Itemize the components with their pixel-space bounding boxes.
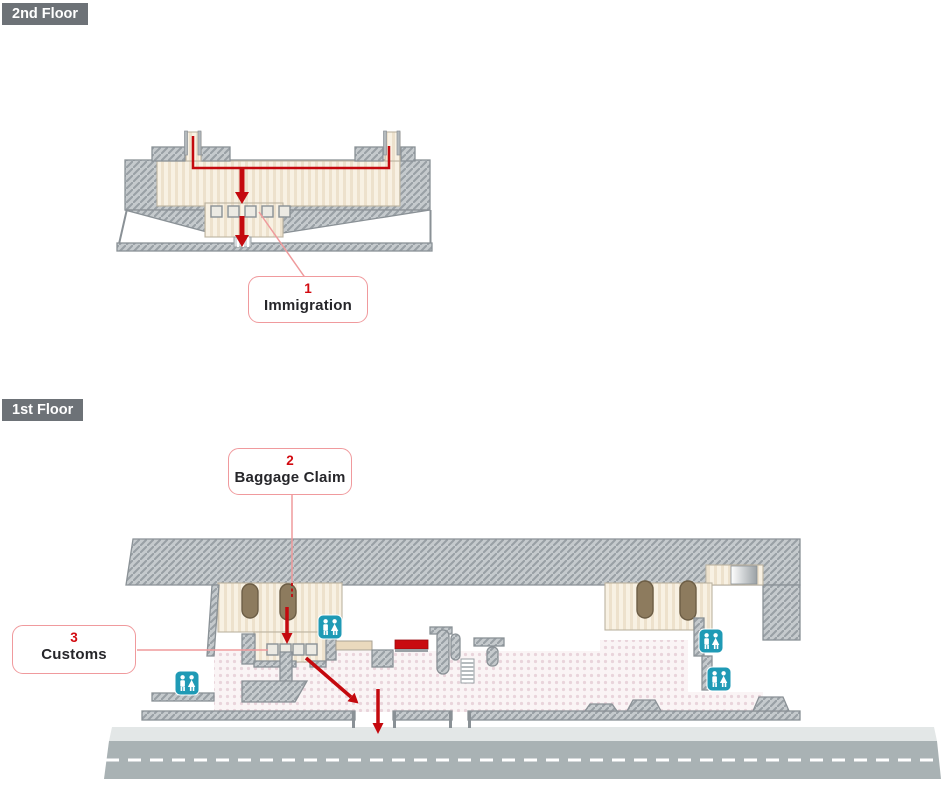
building-right-wall — [762, 584, 801, 641]
callout-label: Immigration — [263, 296, 353, 314]
curbside-wall — [141, 696, 801, 728]
wall-cap — [400, 146, 416, 162]
counter-red — [394, 639, 429, 650]
second-floor-void-left-edge — [118, 208, 128, 245]
jet-bridge — [383, 130, 387, 156]
wall-cap — [151, 146, 186, 162]
roadway — [104, 741, 941, 779]
callout-number: 1 — [304, 281, 312, 296]
wall — [241, 680, 309, 703]
baggage-carousel — [679, 580, 697, 621]
counter-base — [395, 649, 428, 652]
wall — [253, 660, 297, 668]
baggage-carousel — [241, 583, 259, 619]
callout-immigration: 1 Immigration — [248, 276, 368, 323]
jet-bridge — [184, 130, 188, 156]
sidewalk — [109, 727, 937, 741]
wall — [206, 584, 220, 657]
callout-number: 3 — [70, 630, 78, 645]
callout-baggage-claim: 2 Baggage Claim — [228, 448, 352, 495]
road — [104, 727, 941, 779]
route-arrowhead — [347, 692, 359, 704]
first-floor-building — [125, 538, 801, 586]
route-arrowhead — [372, 723, 384, 734]
jet-bridge — [197, 130, 202, 156]
restroom-icon — [706, 666, 732, 692]
immigration-leader-line — [258, 211, 307, 280]
wall-cap — [200, 146, 231, 162]
counter-beige — [335, 640, 373, 651]
wall — [473, 637, 505, 647]
route-arrowhead — [235, 192, 249, 204]
callout-customs: 3 Customs — [12, 625, 136, 674]
pillar — [486, 646, 499, 667]
escalator — [730, 565, 758, 585]
arrival-route-2f — [191, 136, 391, 247]
restroom-icon — [174, 670, 200, 696]
second-floor-wedge-left — [124, 209, 208, 233]
first-floor-plan — [104, 495, 941, 779]
immigration-booths — [210, 205, 291, 218]
floor-badge-2nd: 2nd Floor — [2, 3, 89, 25]
wall — [371, 649, 394, 668]
route-arrowhead — [281, 633, 293, 644]
stairs — [460, 658, 475, 684]
pillar — [436, 629, 450, 675]
callout-label: Baggage Claim — [234, 468, 346, 486]
jet-bridge — [396, 130, 401, 156]
pillar — [450, 633, 461, 661]
restroom-icon — [698, 628, 724, 654]
wall — [241, 633, 256, 665]
second-floor-wedge-right — [282, 209, 431, 234]
baggage-carousel — [636, 580, 654, 619]
route-arrowhead — [235, 235, 249, 247]
callout-label: Customs — [41, 645, 107, 663]
second-floor-plan — [116, 130, 433, 280]
second-floor-lower-wall — [116, 242, 433, 252]
arrival-route-1f — [137, 495, 384, 734]
restroom-icon — [317, 614, 343, 640]
arrivals-hall-floor — [600, 640, 688, 655]
wall-cap — [354, 146, 384, 162]
wall — [279, 651, 293, 683]
floor-badge-1st: 1st Floor — [2, 399, 84, 421]
callout-number: 2 — [286, 453, 294, 468]
